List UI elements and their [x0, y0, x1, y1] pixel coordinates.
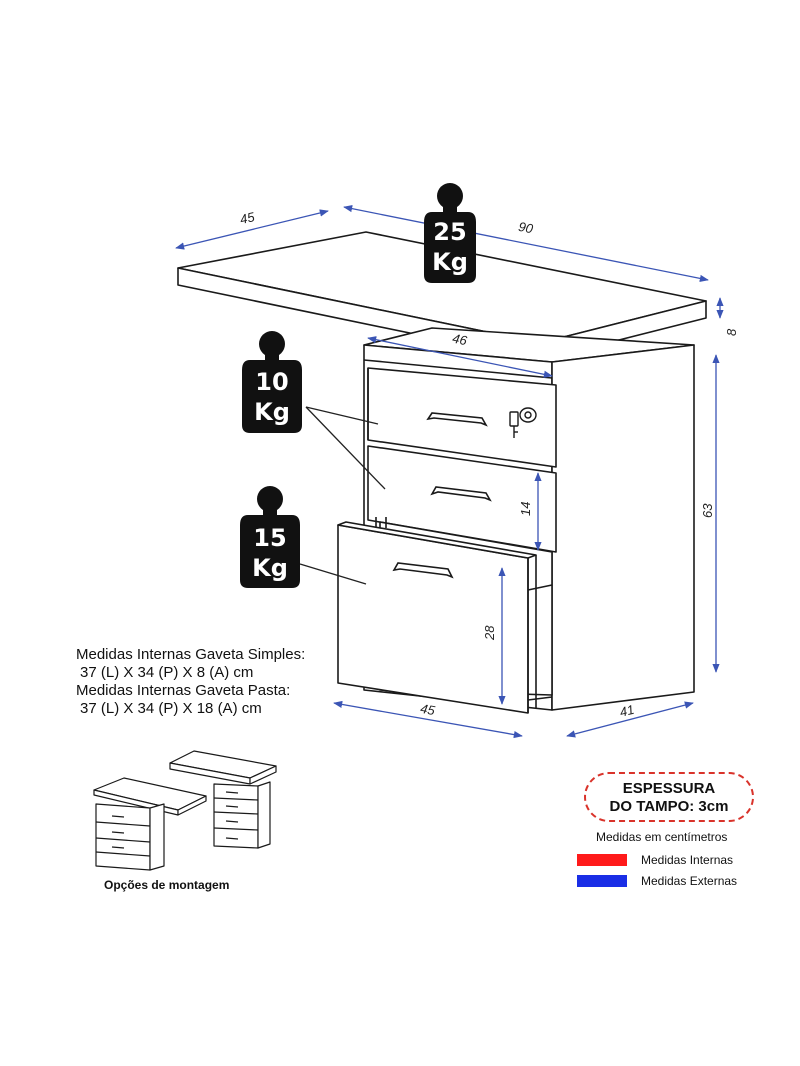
dim-total-height-label: 63 [700, 503, 715, 518]
dim-top-width-line [343, 205, 709, 282]
dim-base-depth-label: 41 [618, 702, 636, 720]
dim-top-depth-line [175, 209, 329, 250]
assembly-options-label: Opções de montagem [104, 878, 230, 892]
assembly-option-left [93, 777, 207, 871]
drawer-handles [392, 412, 492, 579]
cabinet-side [551, 344, 695, 711]
dim-base-width-label: 45 [419, 701, 437, 718]
dim-top-width-label: 90 [517, 219, 535, 237]
top-thickness-badge: ESPESSURA DO TAMPO: 3cm [584, 772, 754, 822]
spec-simple-drawer-title: Medidas Internas Gaveta Simples: [76, 646, 306, 663]
svg-text:Kg: Kg [254, 398, 290, 426]
svg-text:Kg: Kg [252, 554, 288, 582]
svg-text:15: 15 [253, 524, 286, 552]
dim-drawer-height-label: 14 [518, 502, 533, 516]
lock-icon [509, 407, 537, 438]
weight-icon-file-drawer: 15 Kg [240, 486, 300, 588]
legend-title: Medidas em centímetros [596, 830, 728, 844]
desk-drawing [177, 231, 707, 714]
handle-icon [392, 562, 454, 579]
dim-file-drawer-height-label: 28 [482, 625, 497, 641]
spec-simple-drawer-values: 37 (L) X 34 (P) X 8 (A) cm [80, 664, 254, 681]
dim-cabinet-width-line [367, 336, 553, 378]
dim-top-thickness-label: 8 [724, 328, 739, 336]
legend-swatch-red [577, 854, 627, 866]
spec-file-drawer-values: 37 (L) X 34 (P) X 18 (A) cm [80, 700, 262, 717]
weight-icon-drawers: 10 Kg [242, 331, 302, 433]
badge-line-1: ESPESSURA [622, 780, 716, 797]
weight-pointers [299, 406, 386, 585]
handle-icon [426, 412, 488, 427]
dimension-lines [175, 205, 724, 739]
legend-label: Medidas Internas [641, 853, 734, 867]
weight-icon-top: 25 Kg [424, 183, 476, 283]
dim-base-depth-line [566, 701, 694, 738]
legend-label: Medidas Externas [641, 874, 738, 888]
legend-swatch-blue [577, 875, 627, 887]
handle-icon [430, 486, 492, 502]
svg-text:25: 25 [433, 218, 466, 246]
dim-cabinet-width-label: 46 [451, 331, 469, 349]
badge-line-2: DO TAMPO: 3cm [609, 798, 729, 815]
dim-top-depth-label: 45 [238, 209, 256, 227]
dim-base-width-line [333, 700, 523, 739]
assembly-option-right [169, 750, 277, 849]
drawer-middle [367, 445, 557, 553]
svg-text:Kg: Kg [432, 248, 468, 276]
svg-text:10: 10 [255, 368, 288, 396]
spec-file-drawer-title: Medidas Internas Gaveta Pasta: [76, 682, 291, 699]
